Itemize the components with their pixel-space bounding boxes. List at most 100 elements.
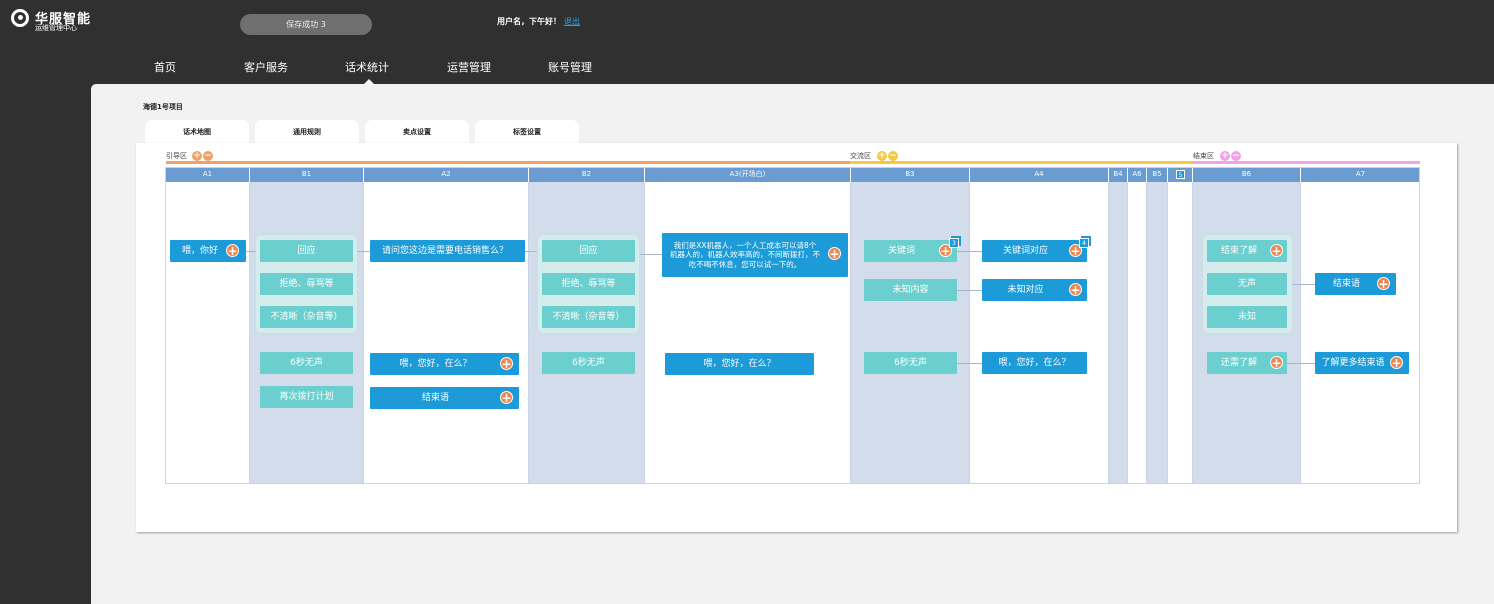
- column-header: A7: [1301, 167, 1420, 182]
- node-b2-silent[interactable]: 6秒无声: [542, 352, 635, 374]
- node-b3-keyword[interactable]: 关键词: [864, 240, 957, 262]
- column-header: A1: [166, 167, 250, 182]
- zone-add-icon[interactable]: +: [1220, 151, 1230, 161]
- node-b1-silent[interactable]: 6秒无声: [260, 352, 353, 374]
- column-header: A4: [970, 167, 1109, 182]
- add-node-icon[interactable]: +: [939, 244, 952, 258]
- nav-home[interactable]: 首页: [154, 61, 176, 74]
- project-title: 海德1号项目: [143, 103, 183, 111]
- tab-script-map[interactable]: 话术地图: [145, 120, 249, 144]
- node-b6-more[interactable]: 还需了解: [1207, 352, 1287, 374]
- node-a7-end[interactable]: 结束语: [1315, 273, 1396, 295]
- count-badge-icon[interactable]: 4: [1079, 238, 1089, 248]
- node-b6-end-know[interactable]: 结束了解: [1207, 240, 1287, 262]
- node-a4-hello[interactable]: 喂，您好，在么？: [982, 352, 1087, 374]
- node-b2-unclear[interactable]: 不清晰（杂音等）: [542, 306, 635, 328]
- column-header: A6: [1128, 167, 1147, 182]
- column-header: A3(开场白): [645, 167, 851, 182]
- tab-selling-points[interactable]: 卖点设置: [365, 120, 469, 144]
- zone-remove-icon[interactable]: −: [203, 151, 213, 161]
- node-b6-silent[interactable]: 无声: [1207, 273, 1287, 295]
- column-body-a2: [364, 182, 529, 483]
- nav-script-stats[interactable]: 话术统计: [345, 61, 389, 74]
- nav-accounts[interactable]: 账号管理: [548, 61, 592, 74]
- column-body-a3: [645, 182, 851, 483]
- active-nav-indicator: [364, 79, 374, 84]
- save-toast: 保存成功 3: [240, 14, 372, 35]
- count-badge-icon[interactable]: 3: [949, 238, 959, 248]
- column-header: B5: [1147, 167, 1168, 182]
- column-header: B4: [1109, 167, 1128, 182]
- connector-line: [525, 251, 537, 252]
- node-b2-refuse[interactable]: 拒绝、辱骂等: [542, 273, 635, 295]
- zone-add-icon[interactable]: +: [192, 151, 202, 161]
- column-header: B2: [529, 167, 645, 182]
- node-a3-intro[interactable]: 我们是XX机器人，一个人工成本可以请8个机器人的，机器人效率高的，不间断拨打，不…: [662, 233, 848, 277]
- column-body-a7: [1301, 182, 1420, 483]
- connector-line: [1287, 363, 1315, 364]
- add-node-icon[interactable]: +: [1270, 356, 1283, 370]
- add-node-icon[interactable]: +: [1390, 356, 1403, 370]
- add-node-icon[interactable]: +: [500, 391, 513, 405]
- node-a4-unknown-reply[interactable]: 未知对应: [982, 279, 1087, 301]
- add-node-icon[interactable]: +: [226, 244, 239, 258]
- add-node-icon[interactable]: +: [828, 247, 841, 261]
- node-a7-more-end[interactable]: 了解更多结束语: [1315, 352, 1409, 374]
- connector-line: [957, 290, 982, 291]
- node-a2-hello[interactable]: 喂，您好，在么？: [370, 353, 519, 375]
- column-header: A2: [364, 167, 529, 182]
- node-a4-keyword-reply[interactable]: 关键词对应: [982, 240, 1087, 262]
- zone-add-icon[interactable]: +: [877, 151, 887, 161]
- zone-bar-exchange: [850, 161, 1193, 164]
- node-b1-refuse[interactable]: 拒绝、辱骂等: [260, 273, 353, 295]
- connector-line: [246, 251, 256, 252]
- node-b1-recall[interactable]: 再次拨打计划: [260, 386, 353, 408]
- logo-icon: [11, 9, 29, 27]
- add-node-icon[interactable]: +: [1069, 283, 1082, 297]
- connector-line: [1292, 284, 1315, 285]
- tab-tag-settings[interactable]: 标签设置: [475, 120, 579, 144]
- column-body-b5: [1147, 182, 1168, 483]
- node-b1-unclear[interactable]: 不清晰（杂音等）: [260, 306, 353, 328]
- column-body-a6: [1128, 182, 1147, 483]
- connector-line: [356, 251, 370, 252]
- zone-bar-end: [1193, 161, 1420, 164]
- add-node-icon[interactable]: +: [1069, 244, 1082, 258]
- add-node-icon[interactable]: +: [500, 357, 513, 371]
- column-badge[interactable]: 5: [1176, 170, 1185, 179]
- column-body-b3: [851, 182, 970, 483]
- zone-remove-icon[interactable]: −: [1231, 151, 1241, 161]
- zone-label-guide: 引导区: [166, 152, 187, 160]
- logout-link[interactable]: 退出: [564, 17, 580, 26]
- node-b6-unknown[interactable]: 未知: [1207, 306, 1287, 328]
- connector-line: [957, 251, 982, 252]
- logo-title: 华服智能: [35, 12, 92, 27]
- column-body-a1: [166, 182, 250, 483]
- node-a3-hello[interactable]: 喂，您好，在么？: [665, 353, 814, 375]
- node-b3-unknown[interactable]: 未知内容: [864, 279, 957, 301]
- add-node-icon[interactable]: +: [1270, 244, 1283, 258]
- add-node-icon[interactable]: +: [1377, 277, 1390, 291]
- tab-general-rules[interactable]: 通用规则: [255, 120, 359, 144]
- node-a2-end[interactable]: 结束语: [370, 387, 519, 409]
- node-b3-silent[interactable]: 6秒无声: [864, 352, 957, 374]
- nav-customer-service[interactable]: 客户服务: [244, 61, 288, 74]
- column-body-extra: [1168, 182, 1193, 483]
- connector-line: [640, 254, 662, 255]
- column-header: B3: [851, 167, 970, 182]
- zone-bar-guide: [166, 161, 850, 164]
- node-b1-respond[interactable]: 回应: [260, 240, 353, 262]
- column-header: B6: [1193, 167, 1301, 182]
- node-a2-ask[interactable]: 请问您这边是需要电话销售么？: [370, 240, 525, 262]
- node-b2-respond[interactable]: 回应: [542, 240, 635, 262]
- column-header: B1: [250, 167, 364, 182]
- column-body-b4: [1109, 182, 1128, 483]
- nav-operations[interactable]: 运营管理: [447, 61, 491, 74]
- zone-remove-icon[interactable]: −: [888, 151, 898, 161]
- user-greeting: 用户名，下午好！: [497, 17, 561, 26]
- connector-line: [957, 363, 982, 364]
- logo-subtitle: 运维管理中心: [35, 24, 77, 32]
- zone-label-exchange: 交流区: [850, 152, 871, 160]
- column-header: 5: [1168, 167, 1193, 182]
- zone-label-end: 结束区: [1193, 152, 1214, 160]
